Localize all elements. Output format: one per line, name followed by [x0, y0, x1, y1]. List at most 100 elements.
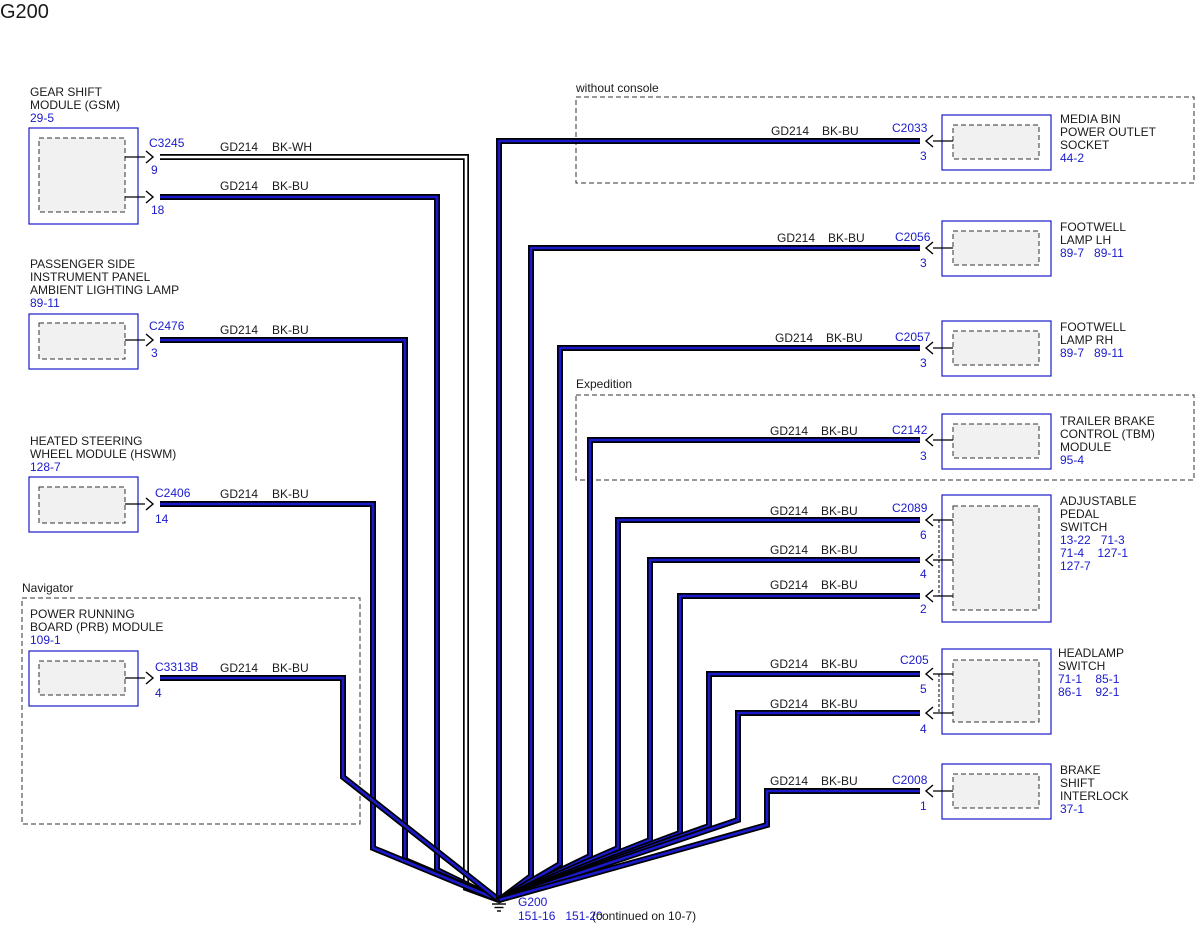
component-gsm-stubs	[125, 156, 145, 198]
component-ambient-lamp-ref[interactable]: 89-11	[30, 296, 60, 310]
component-pedal-switch-inner	[952, 505, 1040, 611]
wire-pedal-pin4-circuit: GD214	[770, 543, 808, 557]
component-footwell-rh[interactable]: FOOTWELL LAMP RH 89-7 89-11	[924, 320, 1126, 377]
component-pedal-switch-name-line3: SWITCH	[1060, 520, 1107, 534]
connector-c2057[interactable]: C2057	[895, 330, 931, 344]
pin-media-bin-3: 3	[920, 149, 927, 163]
wire-gsm-pin9-circuit: GD214	[220, 140, 258, 154]
group-box-expedition	[575, 394, 1195, 481]
pin-headlamp-4: 4	[920, 722, 927, 736]
wire-media-bin	[496, 138, 920, 900]
wire-footwell-rh-circuit: GD214	[775, 331, 813, 345]
component-pedal-switch-stubs	[933, 519, 953, 597]
wire-ambient-lamp	[160, 337, 501, 903]
component-hswm-ref[interactable]: 128-7	[30, 460, 61, 474]
connector-c2033[interactable]: C2033	[892, 121, 928, 135]
component-tbm-ref[interactable]: 95-4	[1060, 453, 1084, 467]
wire-pedal-pin6-circuit: GD214	[770, 504, 808, 518]
component-tbm[interactable]: TRAILER BRAKE CONTROL (TBM) MODULE 95-4	[924, 413, 1155, 470]
component-headlamp-switch-refs-line1[interactable]: 71-1 85-1	[1058, 672, 1120, 686]
page-title: G200	[0, 1, 49, 23]
connector-c2142[interactable]: C2142	[892, 423, 928, 437]
wire-brake-shift-circuit: GD214	[770, 774, 808, 788]
component-brake-shift-pin-arrow	[924, 784, 934, 798]
connector-c3313b[interactable]: C3313B	[155, 660, 198, 674]
component-gsm-ref[interactable]: 29-5	[30, 111, 54, 125]
component-prb-pin-arrow	[145, 671, 155, 685]
component-headlamp-switch-name-line2: SWITCH	[1058, 659, 1105, 673]
ground-continued-note[interactable]: (continued on 10-7)	[592, 909, 696, 923]
component-pedal-switch[interactable]: ADJUSTABLE PEDAL SWITCH 13-22 71-3 71-4 …	[924, 494, 1136, 623]
wire-pedal-pin6-color: BK-BU	[821, 504, 858, 518]
pin-footwell-lh-3: 3	[920, 256, 927, 270]
component-headlamp-switch-inner	[952, 659, 1040, 723]
connector-c2406[interactable]: C2406	[155, 486, 191, 500]
component-pedal-switch-refs-line1[interactable]: 13-22 71-3	[1060, 533, 1125, 547]
component-gsm-inner	[38, 137, 126, 213]
component-media-bin-ref[interactable]: 44-2	[1060, 151, 1084, 165]
component-brake-shift-name-line3: INTERLOCK	[1060, 789, 1129, 803]
component-media-bin-inner	[952, 124, 1040, 160]
component-footwell-lh-refs[interactable]: 89-7 89-11	[1060, 246, 1124, 260]
pin-pedal-6: 6	[920, 528, 927, 542]
component-ambient-lamp[interactable]: PASSENGER SIDE INSTRUMENT PANEL AMBIENT …	[28, 257, 179, 370]
component-media-bin-pin-arrow	[924, 134, 934, 148]
wire-media-bin-circuit: GD214	[771, 124, 809, 138]
pin-pedal-2: 2	[920, 602, 927, 616]
connector-c2476[interactable]: C2476	[149, 319, 185, 333]
component-headlamp-switch[interactable]: HEADLAMP SWITCH 71-1 85-1 86-1 92-1	[924, 646, 1124, 735]
component-headlamp-switch-name-line1: HEADLAMP	[1058, 646, 1124, 660]
connector-c3245[interactable]: C3245	[149, 136, 185, 150]
component-media-bin-name-line3: SOCKET	[1060, 138, 1110, 152]
wire-gsm-pin18-color: BK-BU	[272, 179, 309, 193]
component-headlamp-switch-refs-line2[interactable]: 86-1 92-1	[1058, 685, 1120, 699]
wire-media-bin-color: BK-BU	[822, 124, 859, 138]
component-footwell-lh[interactable]: FOOTWELL LAMP LH 89-7 89-11	[924, 220, 1126, 277]
connector-c2089[interactable]: C2089	[892, 501, 928, 515]
wire-harness	[160, 138, 920, 903]
component-brake-shift-ref[interactable]: 37-1	[1060, 802, 1084, 816]
component-footwell-rh-refs[interactable]: 89-7 89-11	[1060, 346, 1124, 360]
connector-c205[interactable]: C205	[900, 653, 929, 667]
wire-hswm	[160, 501, 501, 903]
wire-headlamp-pin4	[498, 710, 920, 903]
component-prb-name-line1: POWER RUNNING	[30, 607, 135, 621]
component-tbm-name-line3: MODULE	[1060, 440, 1111, 454]
component-prb-module[interactable]: POWER RUNNING BOARD (PRB) MODULE 109-1	[28, 607, 163, 707]
connector-c2056[interactable]: C2056	[895, 230, 931, 244]
ground-g200[interactable]: G200 151-16 151-20 (continued on 10-7)	[492, 895, 696, 923]
component-headlamp-switch-stubs	[933, 673, 953, 714]
wire-prb-circuit: GD214	[220, 661, 258, 675]
pin-footwell-rh-3: 3	[920, 356, 927, 370]
pin-tbm-3: 3	[920, 449, 927, 463]
wire-pedal-pin4-color: BK-BU	[821, 543, 858, 557]
component-prb-ref[interactable]: 109-1	[30, 633, 61, 647]
component-pedal-switch-name-line2: PEDAL	[1060, 507, 1100, 521]
component-gsm-name-line1: GEAR SHIFT	[30, 85, 103, 99]
wire-pedal-pin2-circuit: GD214	[770, 578, 808, 592]
component-gsm[interactable]: GEAR SHIFT MODULE (GSM) 29-5	[28, 85, 155, 225]
component-pedal-switch-refs-line2[interactable]: 71-4 127-1	[1060, 546, 1128, 560]
component-gsm-pin-arrows	[145, 150, 155, 204]
component-footwell-lh-inner	[952, 230, 1040, 266]
connector-c2008[interactable]: C2008	[892, 773, 928, 787]
component-hswm-name-line1: HEATED STEERING	[30, 434, 142, 448]
wire-tbm-color: BK-BU	[821, 424, 858, 438]
component-footwell-rh-name-line1: FOOTWELL	[1060, 320, 1126, 334]
wire-footwell-rh-color: BK-BU	[826, 331, 863, 345]
component-brake-shift-name-line1: BRAKE	[1060, 763, 1101, 777]
wire-gsm-pin18-circuit: GD214	[220, 179, 258, 193]
wire-headlamp-pin4-color: BK-BU	[821, 697, 858, 711]
wire-prb-module	[160, 675, 501, 903]
component-brake-shift-interlock[interactable]: BRAKE SHIFT INTERLOCK 37-1	[924, 763, 1129, 820]
component-brake-shift-name-line2: SHIFT	[1060, 776, 1095, 790]
pin-gsm-9: 9	[151, 163, 158, 177]
component-hswm-pin-arrow	[145, 497, 155, 511]
wire-footwell-lh-circuit: GD214	[777, 231, 815, 245]
component-pedal-switch-pin-arrows	[924, 513, 934, 603]
ground-refs[interactable]: 151-16 151-20	[518, 909, 603, 923]
component-hswm[interactable]: HEATED STEERING WHEEL MODULE (HSWM) 128-…	[28, 434, 176, 533]
component-pedal-switch-refs-line3[interactable]: 127-7	[1060, 559, 1091, 573]
component-media-bin[interactable]: MEDIA BIN POWER OUTLET SOCKET 44-2	[924, 112, 1157, 171]
